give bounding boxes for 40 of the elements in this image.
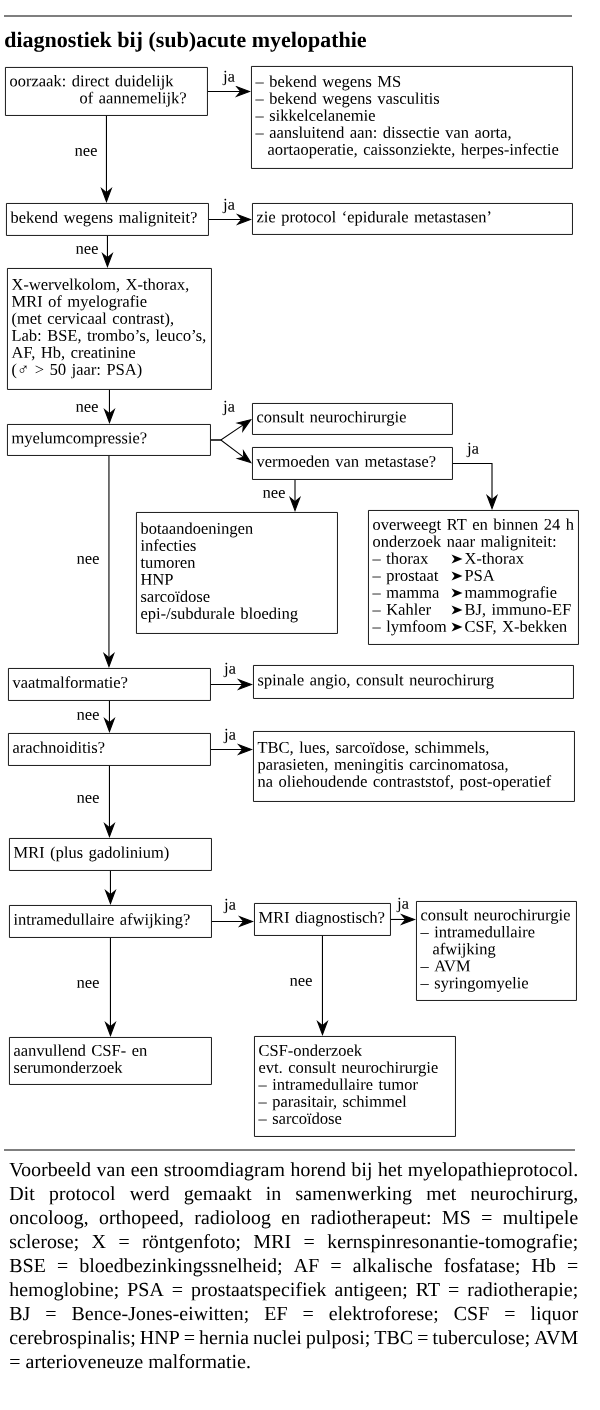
edge-label: nee — [261, 489, 287, 499]
result-box: overweegt RT en binnen 24 h onderzoek naar maligniteit: – thorax X-thorax – prostaat PSA – mamma mammografie – Kahler BJ, immuno-EF – lymfoom CSF, X-bekken — [368, 510, 579, 645]
edge-label: ja — [396, 896, 410, 914]
edge-label: nee — [288, 977, 314, 987]
edge-label: nee — [75, 979, 101, 989]
edge-label: nee — [75, 794, 101, 804]
result-box: botaandoeningen infecties tumoren HNP sarcoïdose epi-/subdurale bloeding — [136, 512, 338, 634]
edge-label: ja — [222, 197, 236, 215]
result-box: CSF-onderzoek evt. consult neurochirurgie – intramedullaire tumor – parasitair, schimmel – sarcoïdose — [254, 1036, 456, 1137]
arrow — [210, 439, 252, 464]
edge-label: nee — [74, 245, 100, 255]
result-box: consult neurochirurgie — [252, 403, 453, 435]
edge-label: nee — [74, 403, 100, 413]
edge-label: ja — [466, 441, 480, 459]
process-box: X-wervelkolom, X-thorax, MRI of myelografie (met cervicaal contrast), Lab: BSE, trombo’s, leuco’s, AF, Hb, creatinine (♂ > 50 jaar: PSA) — [7, 268, 212, 390]
process-box: MRI (plus gadolinium) — [9, 838, 212, 871]
result-box: – bekend wegens MS – bekend wegens vasculitis – sikkelcelanemie – aansluitend aan: dissectie van aorta, aortaoperatie, caissonziekte, herpes-infectie — [251, 66, 573, 169]
edge-label: ja — [223, 897, 237, 915]
edge-label: nee — [73, 147, 99, 157]
decision-box: intramedullaire afwijking? — [9, 905, 212, 938]
decision-box: vermoeden van metastase? — [252, 447, 453, 480]
decision-box: vaatmalformatie? — [8, 668, 211, 701]
decision-box: arachnoiditis? — [8, 733, 211, 766]
decision-box: oorzaak: direct duidelijk of aannemelijk? — [5, 67, 208, 116]
result-box: TBC, lues, sarcoïdose, schimmels, parasieten, meningitis carcinomatosa, na oliehoudende contraststof, post-operatief — [253, 731, 575, 802]
edge-label: ja — [222, 69, 236, 87]
result-box: consult neurochirurgie – intramedullaire afwijking – AVM – syringomyelie — [416, 901, 577, 1001]
title: diagnostiek bij (sub)acute myelopathie — [5, 31, 367, 52]
edge-label: nee — [75, 555, 101, 565]
result-box: spinale angio, consult neurochirurg — [253, 665, 574, 699]
edge-label: ja — [223, 661, 237, 679]
edge-label: ja — [223, 727, 237, 745]
edge-label: nee — [75, 711, 101, 721]
caption-text: Voorbeeld van een stroomdiagram horend bij het myelopathieprotocol. Dit protocol werd gemaakt in samenwerking met neurochirurg, oncoloog, orthopeed, radioloog en radiotherapeut: MS = multipele sclerose; X = röntgenfoto; MRI = kernspinresonantie-tomografie; BSE = bloedbezinkingssnelheid; AF = alkalische fosfatase; Hb = hemoglobine; PSA = prostaatspecifiek antigeen; RT = radiotherapie; BJ = Bence-Jones-eiwitten; EF = elektroforese; CSF = liquor cerebrospinalis; HNP = hernia nuclei pulposi; TBC = tuberculose; AVM = arterioveneuze malformatie. — [9, 1162, 579, 1369]
result-box: zie protocol ‘epidurale metastasen’ — [252, 203, 573, 235]
decision-box: bekend wegens maligniteit? — [6, 203, 209, 236]
result-box: aanvullend CSF- en serumonderzoek — [9, 1037, 212, 1085]
decision-box: myelumcompressie? — [7, 424, 211, 456]
decision-box: MRI diagnostisch? — [254, 903, 391, 936]
edge-label: ja — [222, 399, 236, 417]
